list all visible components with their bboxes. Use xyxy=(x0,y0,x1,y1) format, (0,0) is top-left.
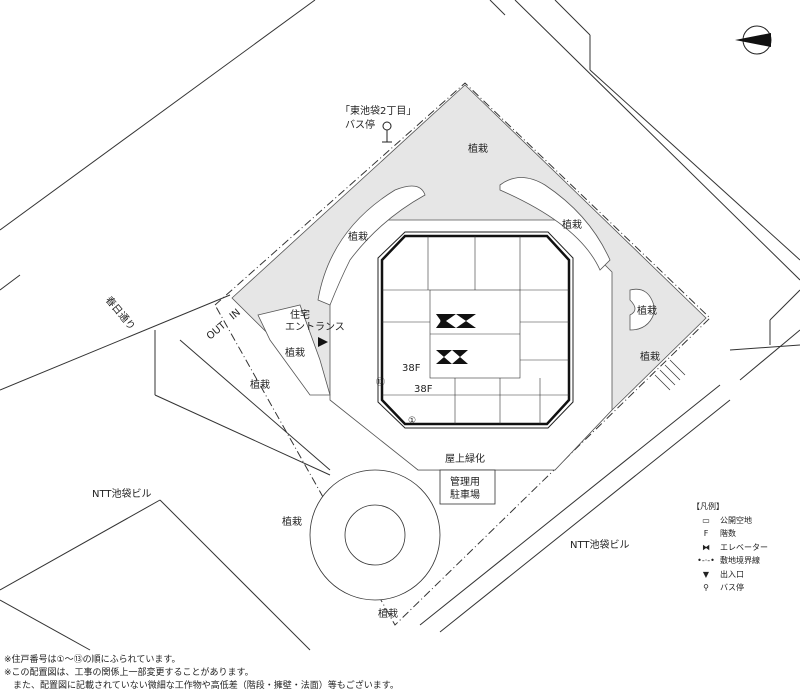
legend-item: ⧓エレベーター xyxy=(692,541,768,555)
planting-label: 植栽 xyxy=(468,142,488,155)
planting-beds xyxy=(257,177,656,396)
roads xyxy=(0,0,800,651)
bus-stop-icon: ⚲ xyxy=(703,583,709,592)
legend-title: 【凡例】 xyxy=(692,502,724,511)
planting-label: 植栽 xyxy=(637,304,657,317)
entrance-label-1: 住宅 xyxy=(290,308,310,321)
tower-outline xyxy=(377,231,574,429)
open-space-icon: ▭ xyxy=(702,515,710,525)
unit-number: ① xyxy=(408,416,416,426)
floor-count: 38F xyxy=(414,384,433,395)
planting-label: 植栽 xyxy=(282,515,302,528)
tower-wall xyxy=(380,234,571,426)
bus-stop-name: 「東池袋2丁目」 xyxy=(340,104,416,117)
neighbor-building: NTT池袋ビル xyxy=(92,487,152,500)
legend-item: ⚲バス停 xyxy=(692,581,768,595)
planting-label: 植栽 xyxy=(285,346,305,359)
planting-label: 植栽 xyxy=(250,378,270,391)
elevator-icons xyxy=(436,314,476,364)
notes: ※住戸番号は①〜⑬の順にふられています。 ※この配置図は、工事の関係上一部変更す… xyxy=(4,654,399,693)
entrance-icon: ▼ xyxy=(702,569,710,579)
planting-label: 植栽 xyxy=(348,230,368,243)
entrance-label-2: エントランス xyxy=(285,321,345,333)
planting-label: 植栽 xyxy=(640,350,660,363)
stairs xyxy=(654,359,686,391)
note: ※この配置図は、工事の関係上一部変更することがあります。 xyxy=(4,668,254,678)
parking-label-2: 駐車場 xyxy=(450,488,480,501)
planting-label: 植栽 xyxy=(562,218,582,231)
note: ※住戸番号は①〜⑬の順にふられています。 xyxy=(4,655,181,665)
note: また、配置図に記載されていない微細な工作物や高低差（階段・擁壁・法面）等もござい… xyxy=(4,681,399,691)
planting-label: 植栽 xyxy=(378,607,398,620)
parking-loop xyxy=(309,469,496,601)
in-label: IN xyxy=(228,307,243,322)
elevator-icon: ⧓ xyxy=(702,542,710,552)
parking-label-1: 管理用 xyxy=(450,475,480,488)
unit-number: ⑬ xyxy=(376,377,385,388)
neighbor-building: NTT池袋ビル xyxy=(570,538,630,551)
bus-stop-icon xyxy=(382,121,392,143)
floor-icon: F xyxy=(703,529,709,538)
floor-count: 38F xyxy=(402,363,421,374)
roof-greening-label: 屋上緑化 xyxy=(445,452,485,465)
legend-item: ▭公開空地 xyxy=(692,514,768,528)
bus-stop-label: バス停 xyxy=(345,118,375,131)
legend-item: ▼出入口 xyxy=(692,568,768,582)
road-name: 春日通り xyxy=(103,294,138,332)
boundary-line-icon: •-·-• xyxy=(697,556,715,565)
legend-item: •-·-•敷地境界線 xyxy=(692,554,768,568)
entrance-icon xyxy=(318,337,328,347)
north-arrow-icon xyxy=(735,25,772,55)
